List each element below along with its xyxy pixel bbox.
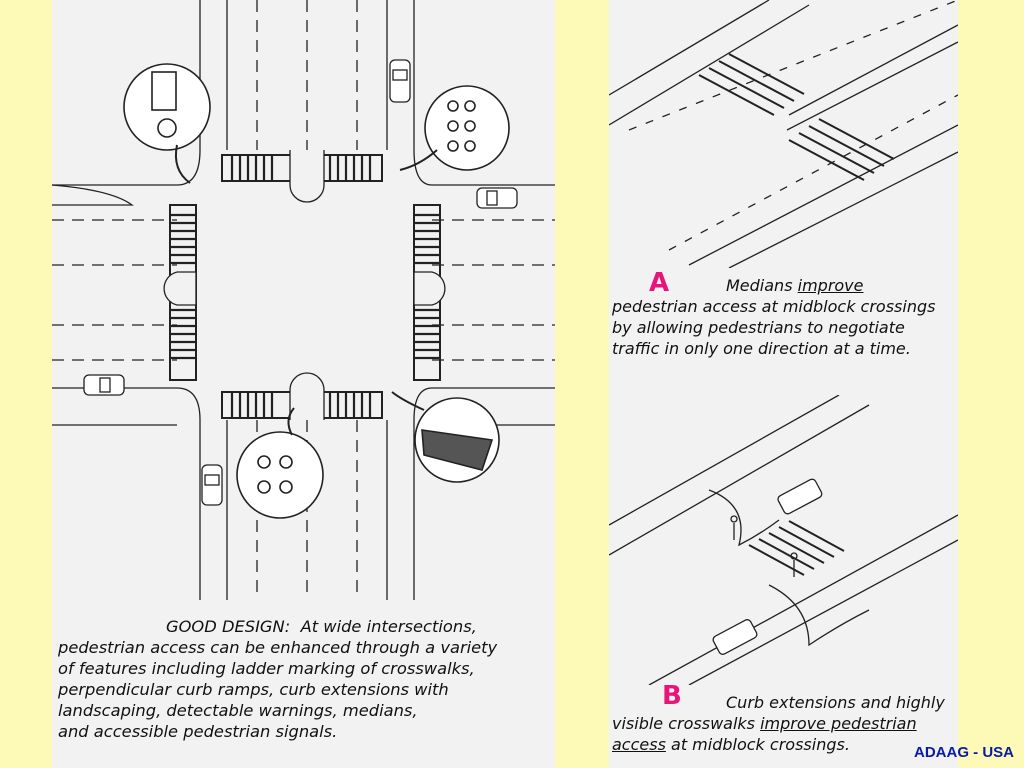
cars-b (712, 478, 823, 655)
curb-extension-drawing (609, 395, 958, 685)
intersection-figure-panel: GOOD DESIGN: At wide intersections,pedes… (52, 0, 555, 768)
medians (163, 150, 446, 420)
source-credit: ADAAG - USA (914, 744, 1014, 761)
detail-callouts (123, 63, 510, 519)
lane-dashes-a (628, 0, 958, 251)
median-crosswalk-a (698, 53, 895, 181)
intersection-caption: GOOD DESIGN: At wide intersections,pedes… (58, 617, 498, 741)
figure-a-label: A (649, 268, 670, 298)
figure-b-label: B (662, 681, 682, 711)
callout-arrows (174, 144, 438, 436)
ladder-crosswalks (169, 154, 441, 419)
intersection-plan-drawing (52, 0, 555, 600)
median-crossing-drawing (609, 0, 958, 268)
crosswalk-b (748, 520, 845, 576)
pedestrians-b (730, 515, 798, 577)
cars (83, 59, 518, 506)
caption-heading: GOOD DESIGN: (166, 617, 291, 636)
road-edges-a (609, 0, 958, 268)
street-edges (52, 0, 555, 600)
road-edges-b (609, 395, 958, 685)
